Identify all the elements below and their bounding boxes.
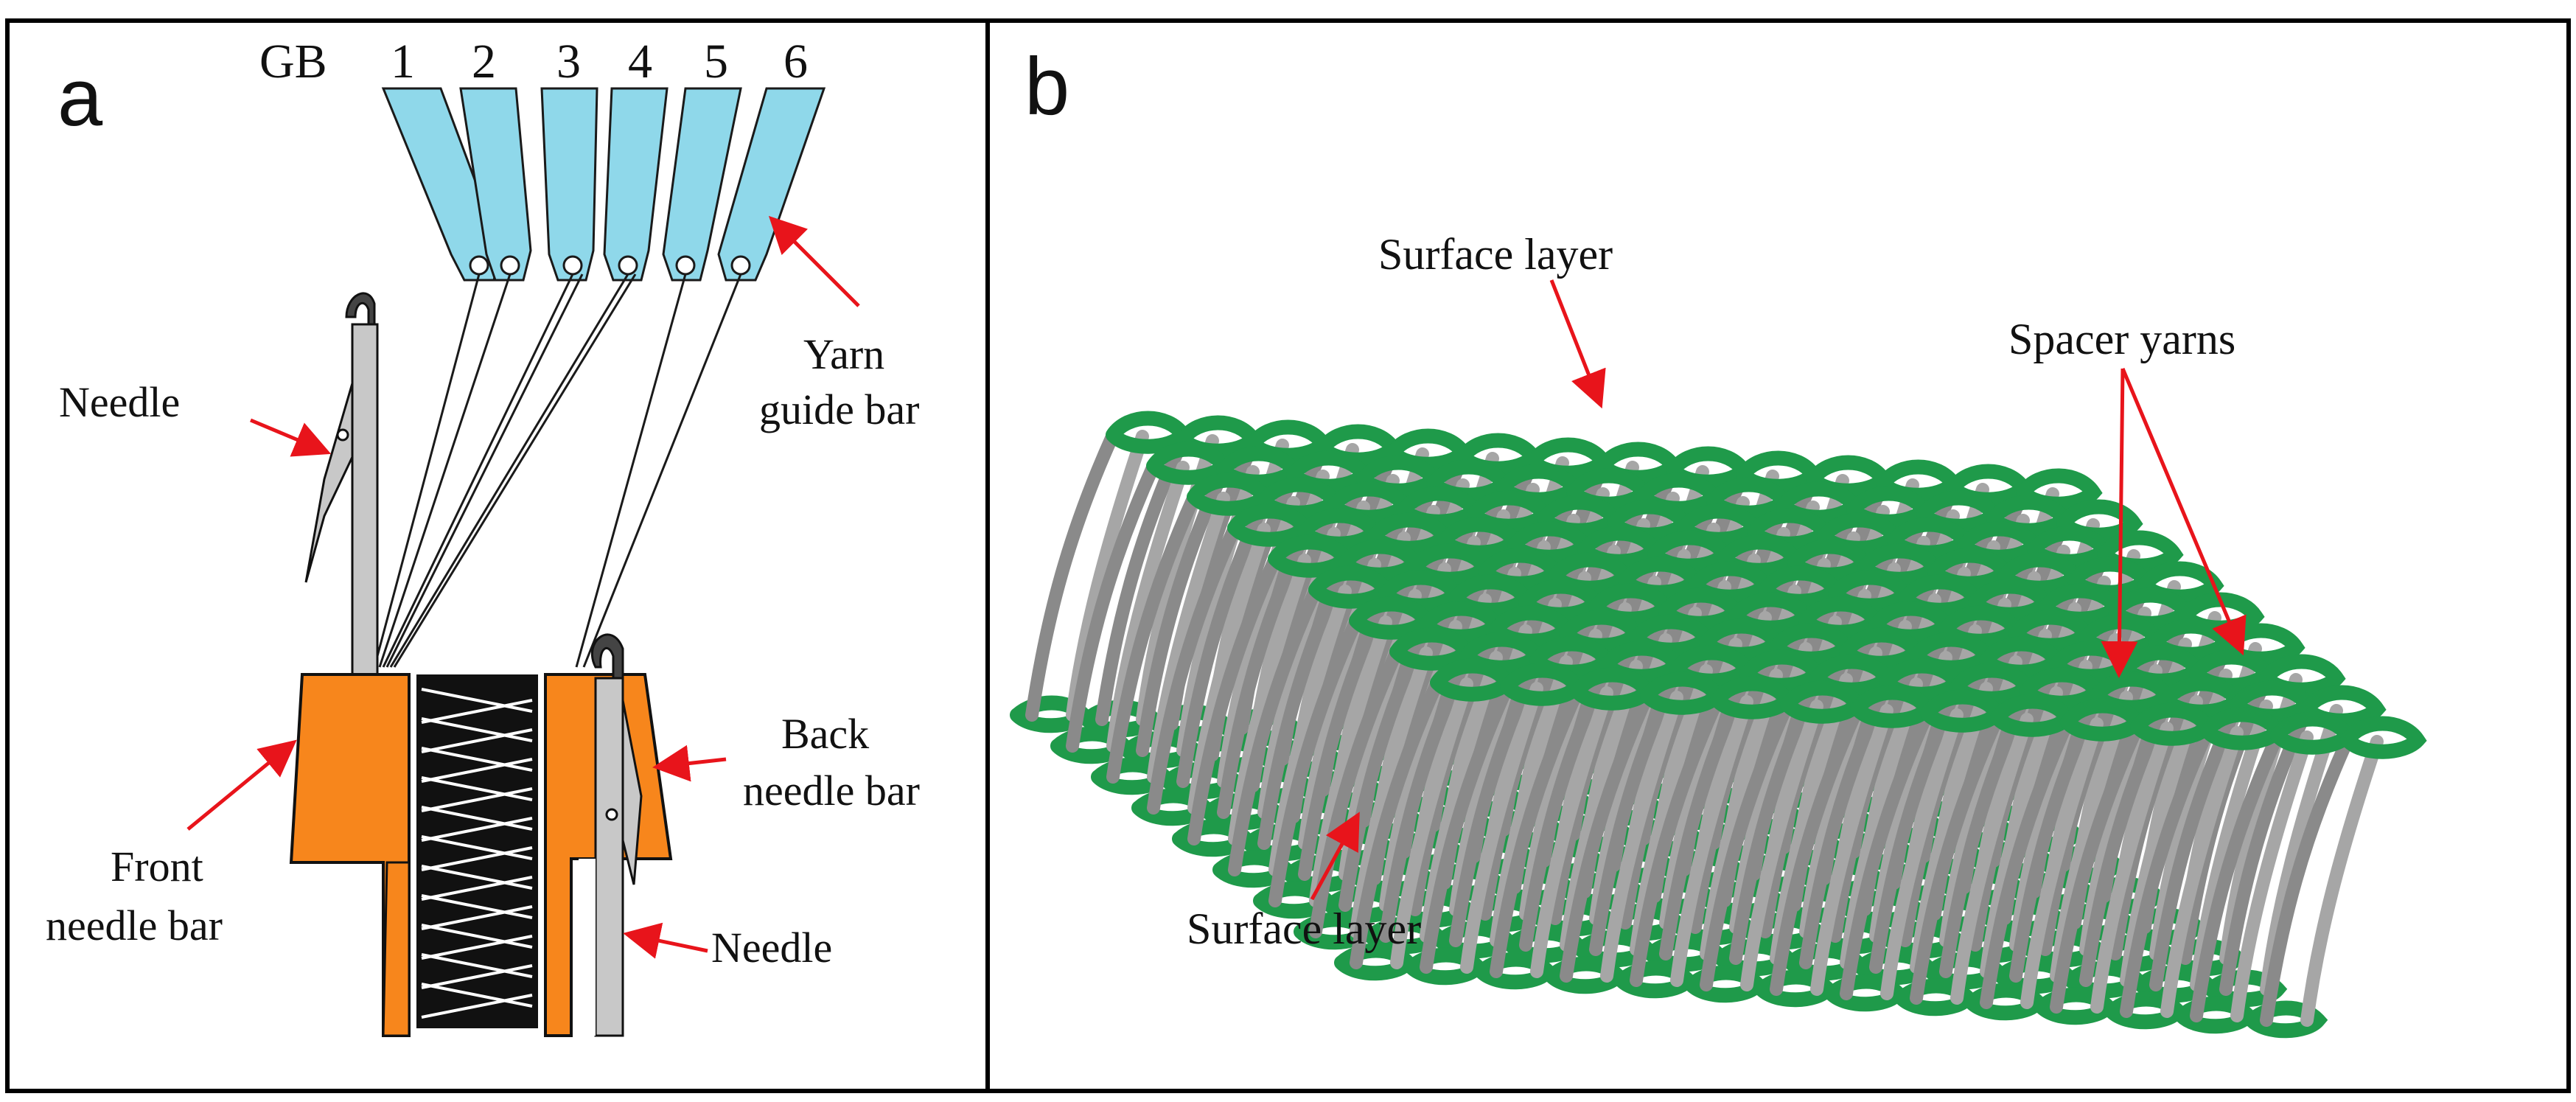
guide-bar-number-3: 3 xyxy=(556,35,581,88)
label-yarn-guide-bar-line2: guide bar xyxy=(759,386,919,433)
label-surface-layer-bottom: Surface layer xyxy=(1187,904,1421,953)
spacer-yarn xyxy=(1950,713,2034,1005)
spacer-yarn xyxy=(1390,677,1473,969)
guide-bar-5 xyxy=(662,87,742,282)
spacer-yarn xyxy=(1147,521,1241,815)
spacer-yarn xyxy=(1740,700,1823,991)
yarn-guide-bars xyxy=(381,87,826,282)
guide-bar-3 xyxy=(540,87,598,282)
spacer-yarn xyxy=(1840,707,1934,1000)
label-surface-layer-top: Surface layer xyxy=(1378,230,1613,279)
guide-bar-number-6: 6 xyxy=(783,35,808,88)
spacer-yarn xyxy=(2300,735,2384,1027)
guide-bar-number-5: 5 xyxy=(704,35,728,88)
spacer-yarn xyxy=(2090,722,2174,1014)
spacer-yarn xyxy=(1980,716,2074,1009)
panel-a: a GB 1 2 3 4 5 6 xyxy=(46,35,920,1037)
label-front-needle-bar-line2: needle bar xyxy=(46,902,223,949)
guide-bar-6 xyxy=(717,87,826,282)
panel-a-arrows xyxy=(186,215,860,959)
panel-b-letter: b xyxy=(1025,41,1069,132)
back-needle xyxy=(579,633,643,1037)
spacer-yarn xyxy=(1490,685,1584,978)
spacer-yarn xyxy=(1228,583,1322,876)
spacer-yarn xyxy=(1770,702,1864,996)
label-needle-bottom: Needle xyxy=(711,924,832,972)
guide-bar-number-2: 2 xyxy=(472,35,496,88)
label-needle-top: Needle xyxy=(59,378,180,426)
spacer-yarn xyxy=(1670,695,1753,987)
spacer-yarn xyxy=(1460,682,1543,974)
spacer-yarn xyxy=(2020,717,2104,1009)
spacer-yarn xyxy=(1350,676,1444,969)
panel-a-letter: a xyxy=(57,52,103,143)
spacer-yarn xyxy=(2120,725,2214,1018)
spacer-yarn xyxy=(1810,704,1893,996)
spacer-yarn xyxy=(1600,691,1683,983)
label-back-needle-bar-line1: Back xyxy=(781,710,869,758)
guide-bar-number-4: 4 xyxy=(628,35,652,88)
spacer-yarn xyxy=(1025,428,1120,722)
spacer-yarn xyxy=(1560,689,1654,983)
spacer-yarn xyxy=(1700,698,1794,991)
spacer-yarn xyxy=(1420,680,1514,974)
spacer-yarn xyxy=(1106,490,1201,784)
spacer-yarn xyxy=(1630,694,1724,987)
spacer-yarn xyxy=(2230,730,2314,1022)
spacer-yarn xyxy=(1309,645,1403,938)
panel-b: b Surface layer Spacer yarns Surface lay… xyxy=(1010,41,2427,1039)
spacer-yarn xyxy=(1066,459,1160,753)
label-back-needle-bar-line2: needle bar xyxy=(743,767,920,815)
label-front-needle-bar-line1: Front xyxy=(111,843,203,890)
spacer-yarn xyxy=(2160,726,2244,1018)
label-yarn-guide-bar-line1: Yarn xyxy=(803,330,884,378)
spacer-yarn xyxy=(1187,552,1282,845)
spacer-yarn xyxy=(1530,686,1613,978)
label-spacer-yarns: Spacer yarns xyxy=(2008,315,2235,363)
guide-bar-4 xyxy=(603,87,669,282)
guide-bar-2 xyxy=(459,87,532,282)
panel-b-arrows xyxy=(1310,279,2247,901)
spacer-yarn xyxy=(2260,733,2354,1027)
spacer-yarn xyxy=(1880,708,1964,1000)
guide-bar-1 xyxy=(381,87,503,282)
spacer-yarn xyxy=(2190,729,2284,1022)
guide-bar-header: GB xyxy=(259,35,327,88)
spacer-yarn xyxy=(1268,614,1363,907)
spacer-coil xyxy=(421,688,533,1019)
top-surface-layer xyxy=(1106,411,2427,759)
front-needle xyxy=(304,292,379,680)
spacer-yarn xyxy=(1910,711,2004,1005)
guide-yarns xyxy=(373,273,742,668)
guide-bar-number-1: 1 xyxy=(391,35,415,88)
guide-eyelets xyxy=(469,255,751,276)
spacer-yarn xyxy=(2050,720,2144,1014)
top-loop xyxy=(2340,716,2427,759)
